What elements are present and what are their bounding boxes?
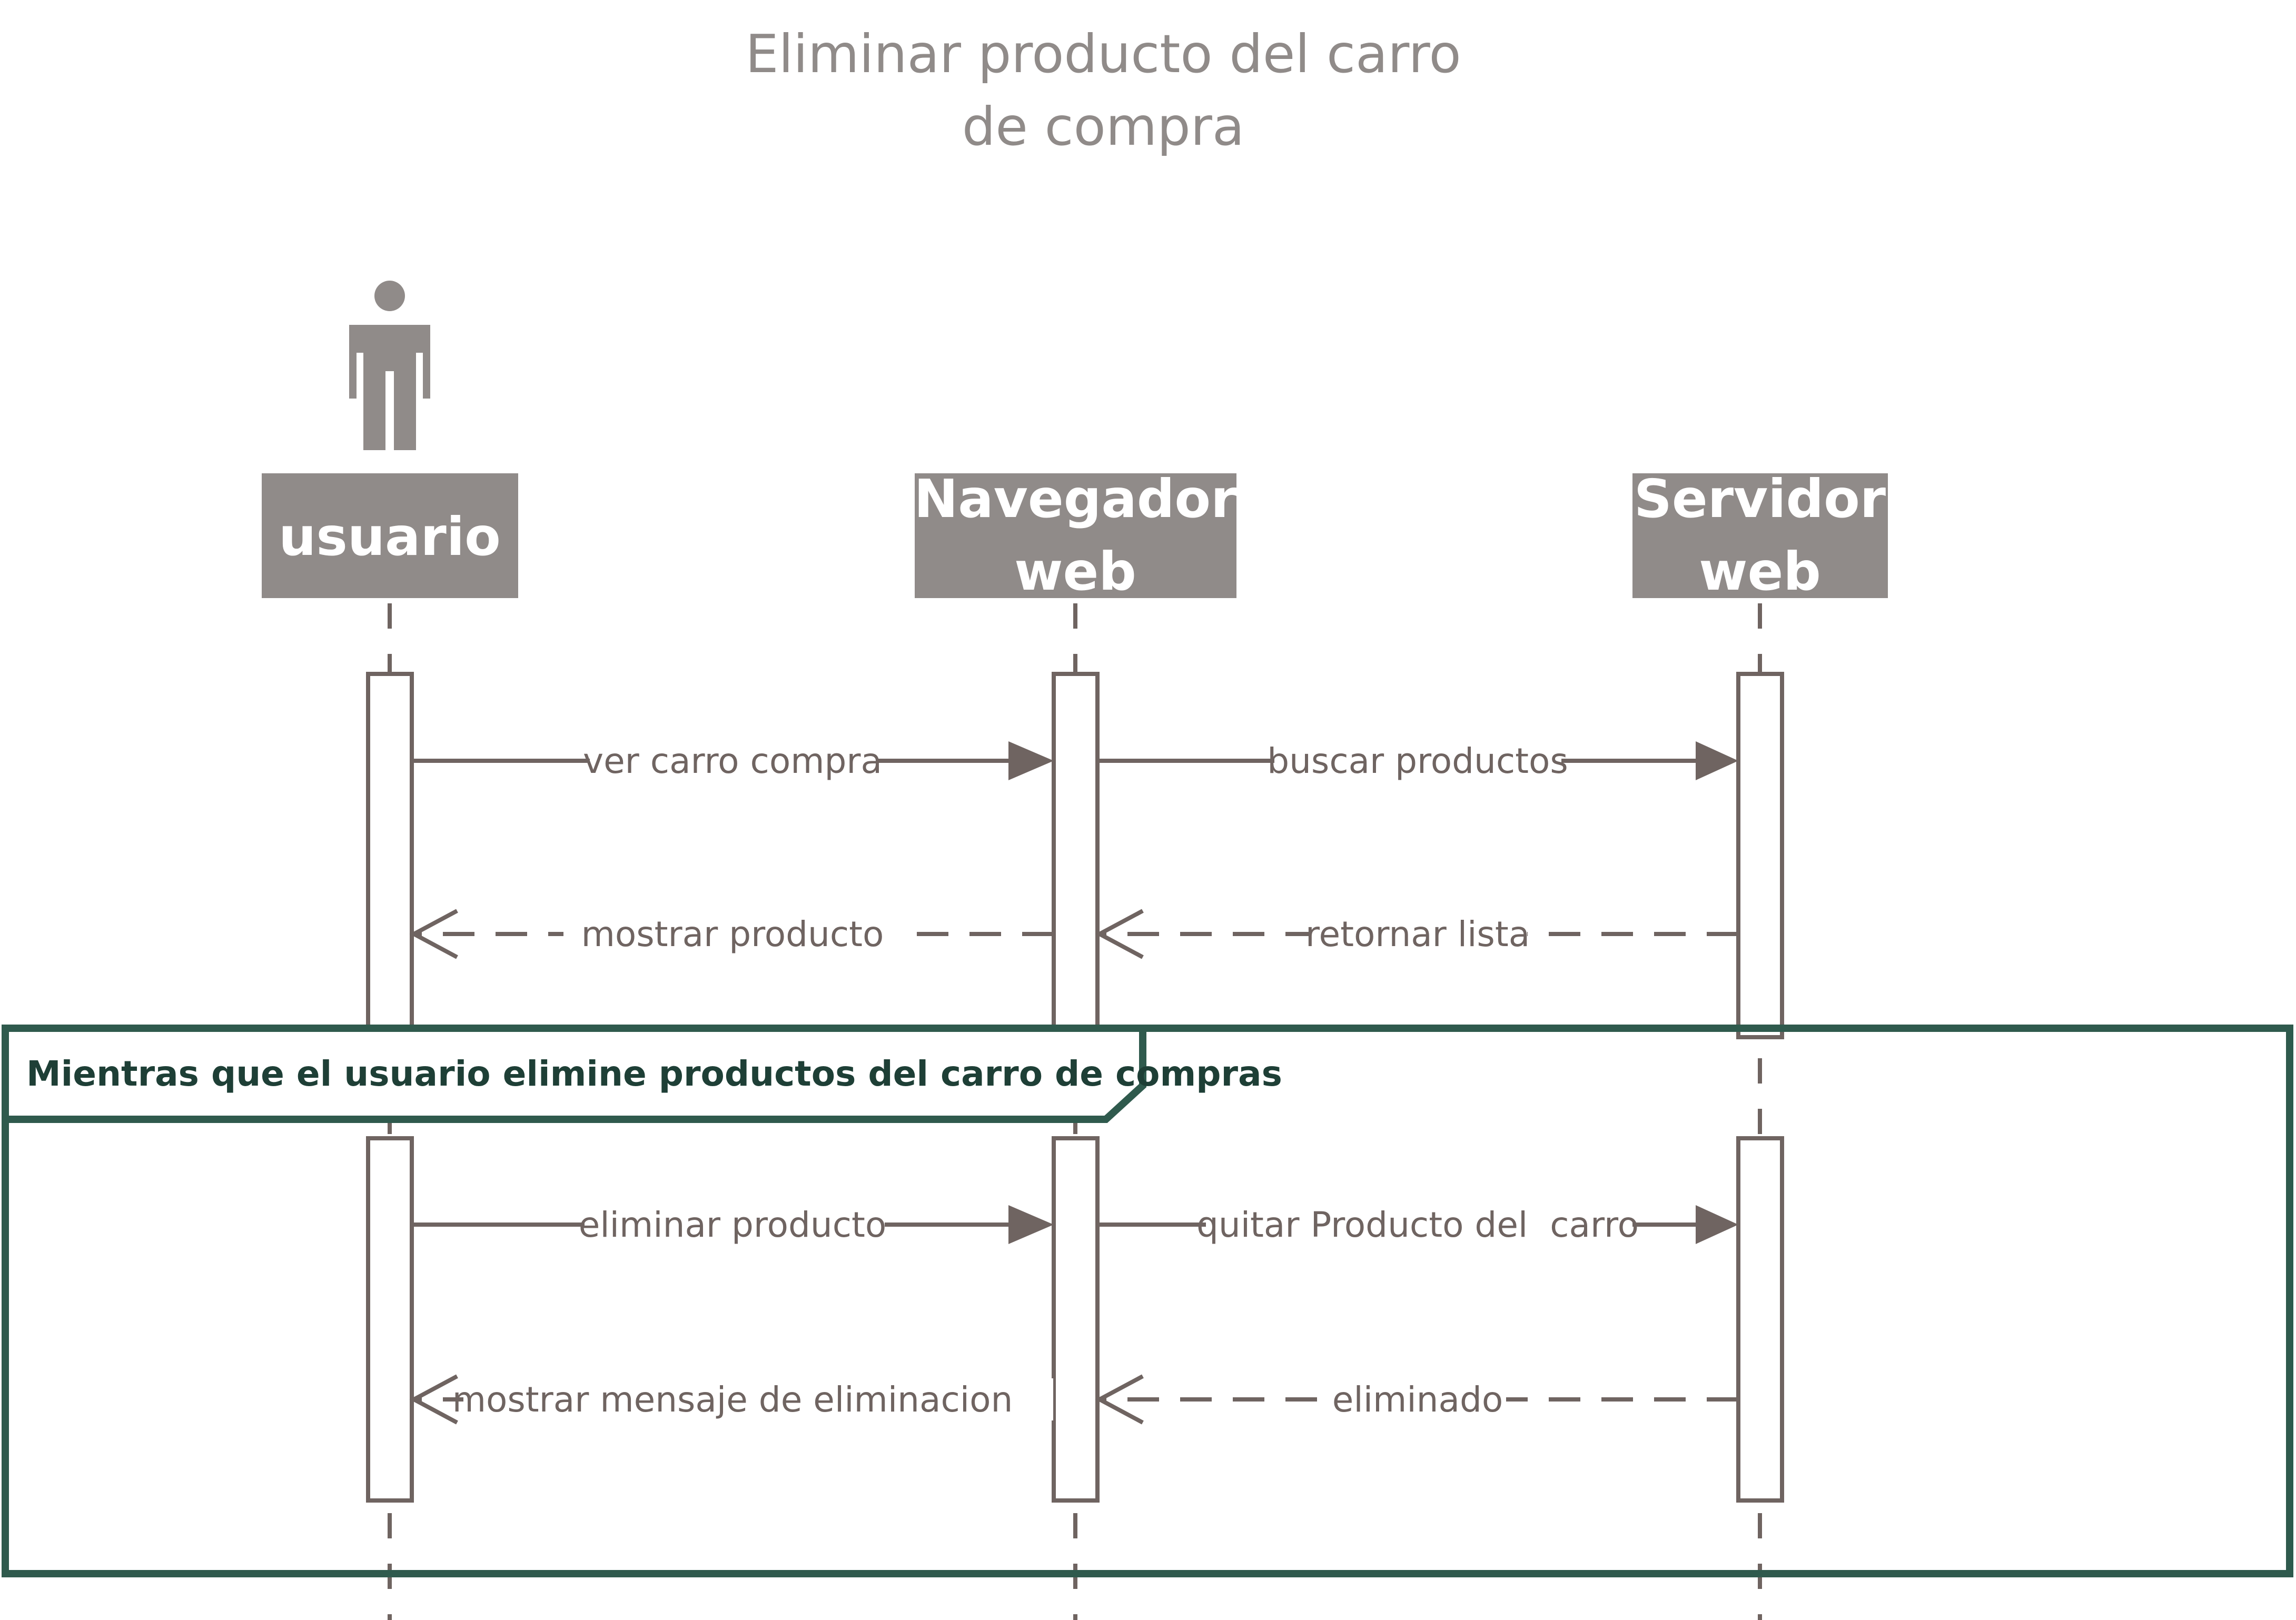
participant-label-line-2: web [1014,541,1136,602]
arrowhead-filled [1696,741,1738,780]
activation-bar [366,1136,414,1503]
participant-label-line-2: web [1699,541,1821,602]
loop-frame-tab [2,1025,1146,1123]
loop-frame: Mientras que el usuario elimine producto… [2,1025,2293,1577]
arrowhead-open [1095,909,1144,959]
arrowhead-open [1095,1374,1144,1425]
participant-label: usuario [279,506,501,568]
participant-label-line-1: Navegador [914,468,1238,530]
activation-bar [1736,1136,1784,1503]
arrowhead-filled [1696,1205,1738,1244]
arrowhead-filled [1008,1205,1054,1244]
participant-navegador-web: Navegador web [914,468,1238,602]
message-label: eliminado [1332,1379,1503,1420]
activation-bar [366,672,414,1029]
message-label: quitar Producto del carro [1196,1205,1639,1245]
message-label: mostrar mensaje de eliminacion [452,1379,1013,1420]
loop-frame-label: Mientras que el usuario elimine producto… [26,1054,1282,1094]
activation-bar [1736,672,1784,1039]
diagram-title-line-2: de compra [962,96,1244,157]
activation-bar [1052,672,1100,1029]
participant-label-line-1: Servidor [1634,468,1886,530]
arrowhead-open [409,909,458,959]
message-label: ver carro compra [583,741,882,781]
diagram-title-line-1: Eliminar producto del carro [745,23,1461,85]
participant-usuario: usuario [262,473,518,598]
message-label: mostrar producto [581,914,884,955]
message-label: retornar lista [1305,914,1530,955]
arrowhead-open [409,1374,458,1425]
message-label: eliminar producto [579,1205,887,1245]
activation-bar [1052,1136,1100,1503]
arrowhead-filled [1008,741,1054,780]
participant-servidor-web: Servidor web [1632,468,1888,602]
actor-person-icon [349,281,430,450]
message-label: buscar productos [1267,741,1568,781]
